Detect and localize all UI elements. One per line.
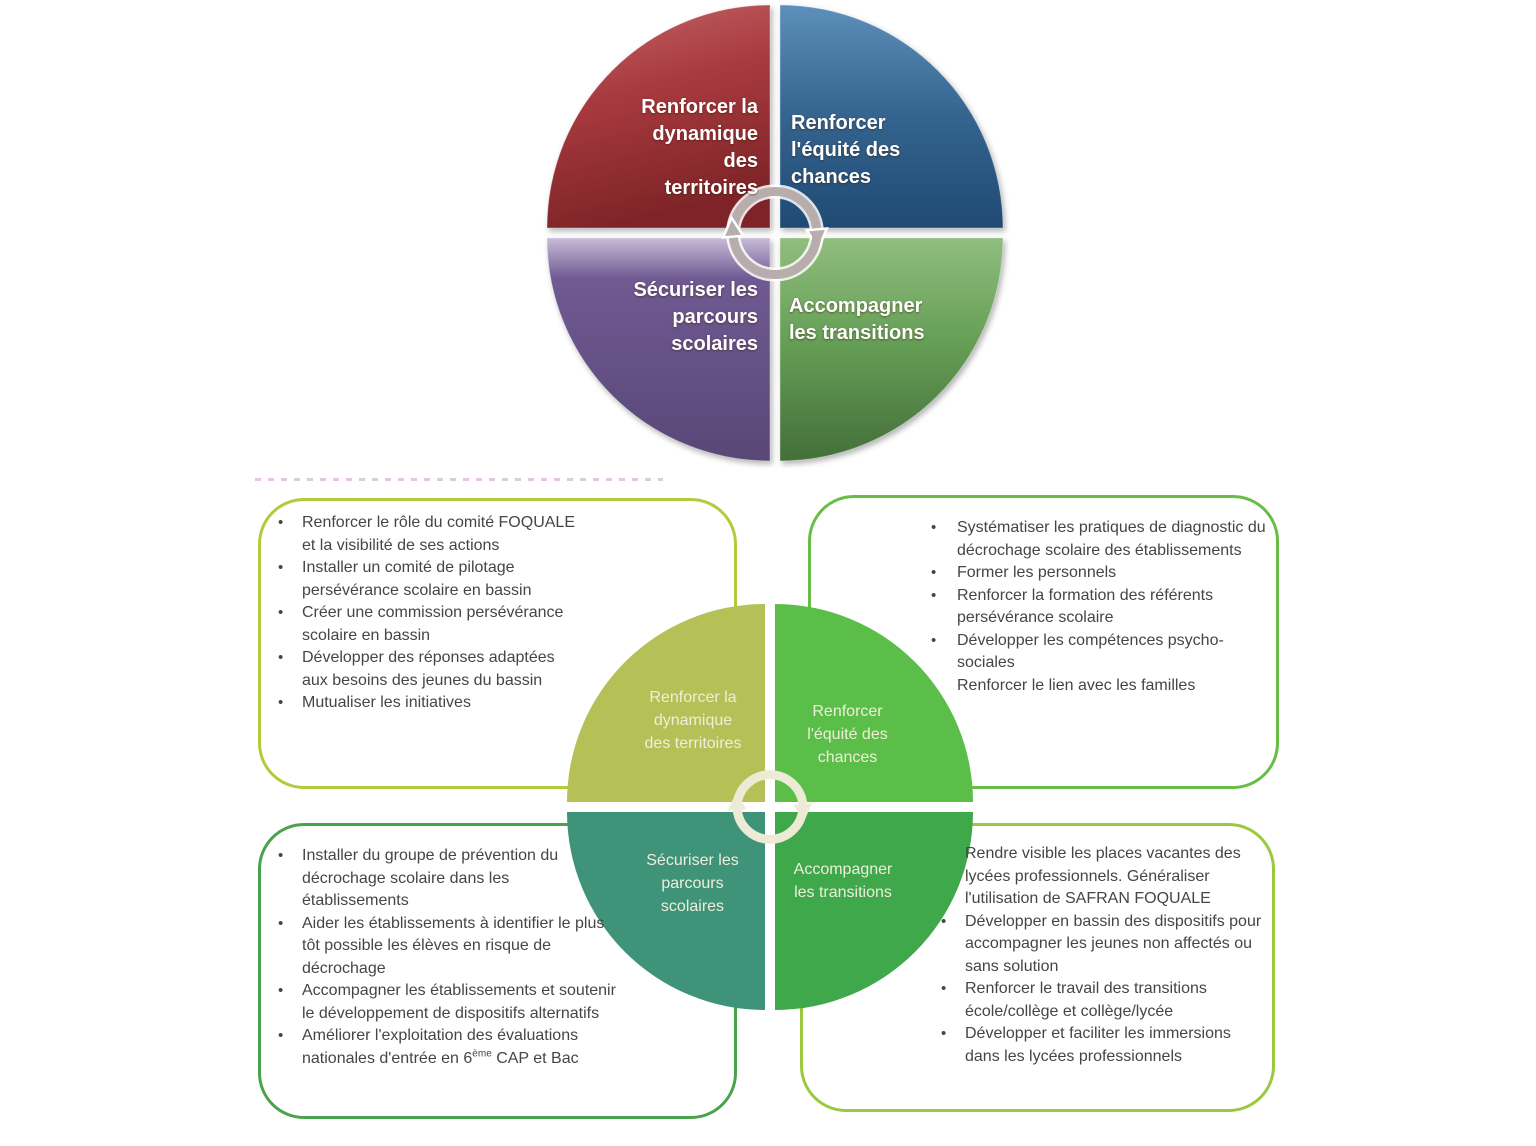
action-item: Renforcer le lien avec les familles bbox=[957, 676, 1196, 694]
cycle-diagram-3d bbox=[546, 4, 1004, 462]
box-transitions-list: Rendre visible les places vacantes des l… bbox=[935, 843, 1267, 1068]
action-item: Installer du groupe de prévention du déc… bbox=[272, 845, 619, 913]
action-item: Former les personnels bbox=[925, 562, 1269, 585]
action-item: Rendre visible les places vacantes des l… bbox=[965, 845, 1241, 907]
quadrant-3d-label-equite: Renforcer l'équité des chances bbox=[791, 112, 901, 188]
action-item-text: CAP et Bac bbox=[491, 1049, 579, 1067]
action-item: Accompagner les établissements et souten… bbox=[272, 980, 619, 1025]
action-item: Mutualiser les initiatives bbox=[272, 692, 584, 715]
quadrant-label-transitions: Accompagner les transitions bbox=[793, 861, 893, 901]
cropped-text-fragment bbox=[255, 478, 663, 481]
cycle-diagram-flat bbox=[567, 604, 973, 1010]
action-item: Créer une commission persévérance scolai… bbox=[272, 602, 584, 647]
quadrant-3d-transitions bbox=[779, 237, 1004, 462]
box-equite-list: Systématiser les pratiques de diagnostic… bbox=[925, 517, 1269, 697]
ordinal-superscript: ème bbox=[472, 1048, 492, 1060]
quadrant-3d-label-transitions: Accompagner les transitions bbox=[789, 295, 925, 344]
quadrant-3d-label-territoires: Renforcer la dynamique des territoires bbox=[641, 96, 758, 199]
quadrant-label-equite: Renforcer l'équité des chances bbox=[807, 703, 888, 766]
quadrant-transitions bbox=[775, 812, 973, 1010]
action-item: Améliorer l'exploitation des évaluations… bbox=[272, 1025, 619, 1070]
cycle-arrows-icon bbox=[727, 770, 813, 844]
cycle-arrows-icon bbox=[721, 184, 829, 282]
quadrant-territoires bbox=[567, 604, 765, 802]
action-item: Installer un comité de pilotage persévér… bbox=[272, 557, 584, 602]
box-territoires-list: Renforcer le rôle du comité FOQUALE et l… bbox=[272, 512, 584, 715]
quadrant-3d-label-parcours: Sécuriser les parcours scolaires bbox=[633, 279, 758, 355]
action-item: Développer des réponses adaptées aux bes… bbox=[272, 647, 584, 692]
action-item: Développer et faciliter les immersions d… bbox=[935, 1023, 1267, 1068]
quadrant-equite bbox=[775, 604, 973, 802]
action-item-text: Améliorer l'exploitation des évaluations… bbox=[302, 1027, 579, 1067]
action-item: Systématiser les pratiques de diagnostic… bbox=[925, 517, 1269, 562]
quadrant-3d-parcours bbox=[546, 237, 771, 462]
action-item: Développer les compétences psycho-social… bbox=[925, 630, 1269, 675]
quadrant-3d-territoires bbox=[546, 4, 771, 229]
quadrant-3d-equite bbox=[779, 4, 1004, 229]
action-item: Renforcer le rôle du comité FOQUALE et l… bbox=[272, 512, 584, 557]
quadrant-label-parcours: Sécuriser les parcours scolaires bbox=[646, 852, 739, 915]
box-parcours-list: Installer du groupe de prévention du déc… bbox=[272, 845, 619, 1070]
action-item: Développer en bassin des dispositifs pou… bbox=[935, 911, 1267, 979]
action-item: Aider les établissements à identifier le… bbox=[272, 913, 619, 981]
action-item: Renforcer la formation des référents per… bbox=[925, 585, 1269, 630]
quadrant-label-territoires: Renforcer la dynamique des territoires bbox=[644, 689, 742, 752]
action-item: Renforcer le travail des transitions éco… bbox=[935, 978, 1267, 1023]
